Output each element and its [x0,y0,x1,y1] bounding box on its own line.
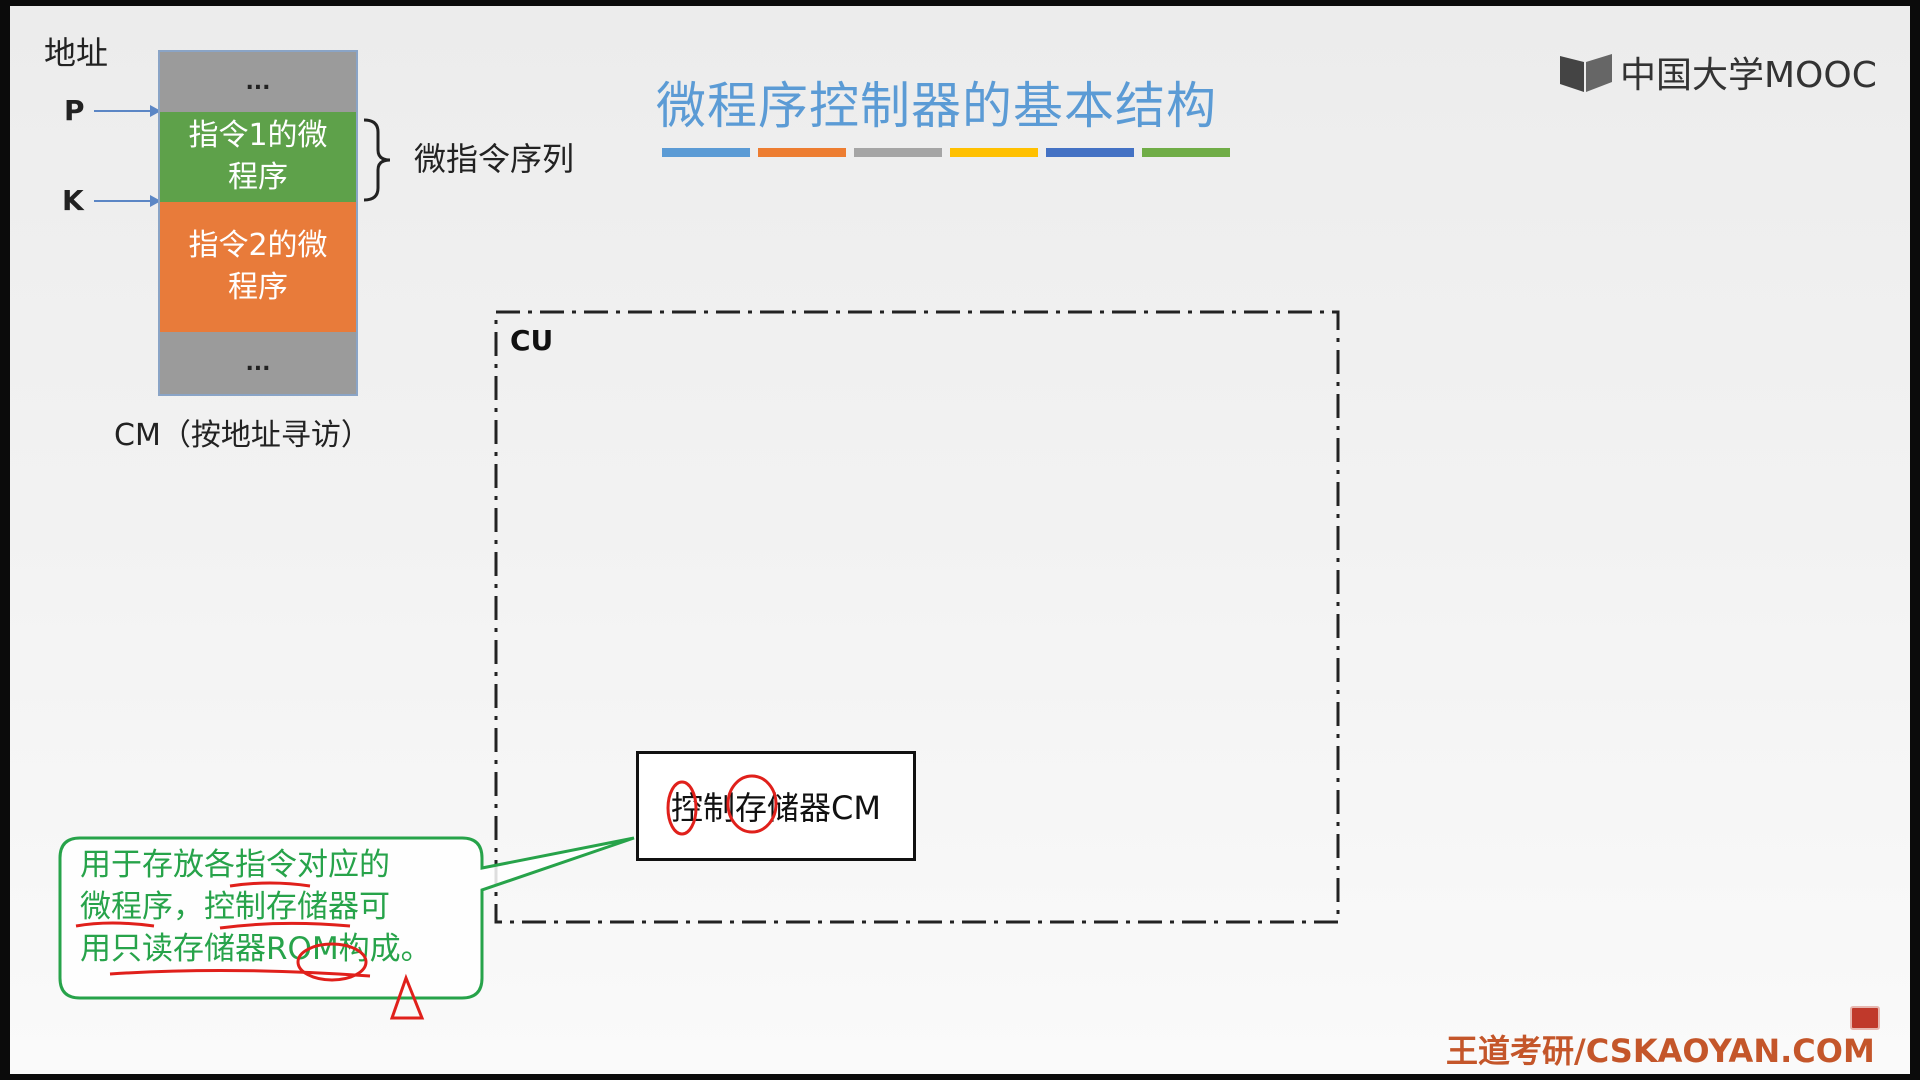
callout-line-2: 微程序，控制存储器可 [80,889,390,925]
pointer-p-arrow [94,110,152,112]
cm-instruction1-line1: 指令1的微 [188,118,328,153]
cm-bottom-ellipsis: ... [160,332,356,394]
right-brace-icon [363,118,391,202]
cm-top-ellipsis: ... [160,52,356,112]
pointer-k-label: K [62,184,84,217]
micro-sequence-label: 微指令序列 [414,140,575,178]
mooc-logo: 中国大学MOOC [1558,46,1877,98]
mooc-logo-text: 中国大学MOOC [1620,55,1877,96]
cm-instruction1-block: 指令1的微 程序 [160,112,356,202]
cm-caption: CM（按地址寻访） [114,418,371,453]
cu-label: CU [510,324,554,357]
callout-line-3: 用只读存储器ROM构成。 [80,931,432,967]
title-bar-5 [1046,148,1134,157]
slide-title: 微程序控制器的基本结构 [656,77,1217,135]
title-bar-6 [1142,148,1230,157]
callout-line-1: 用于存放各指令对应的 [80,847,390,883]
cu-dashdot-box [494,310,1340,924]
title-bar-4 [950,148,1038,157]
title-color-bars [662,148,1230,157]
control-memory-box: 控制存储器CM [636,751,916,861]
red-underline-annotations [75,881,425,1020]
cm-instruction2-block: 指令2的微 程序 [160,202,356,332]
cm-instruction1-line2: 程序 [228,160,288,195]
cm-instruction2-line2: 程序 [228,270,288,305]
slide: 地址 P K ... 指令1的微 程序 指令2的微 程序 ... 微指令序列 C… [10,6,1910,1074]
footer-watermark: 王道考研/CSKAOYAN.COM [1446,1032,1875,1070]
cm-instruction2-line1: 指令2的微 [188,228,328,263]
chip-icon [1850,1006,1880,1030]
mooc-logo-icon [1560,54,1612,92]
pointer-k-arrow [94,200,152,202]
callout-text: 用于存放各指令对应的 微程序，控制存储器可 用只读存储器ROM构成。 [80,844,480,970]
callout-bubble [58,836,635,1000]
pointer-p-label: P [64,94,85,127]
control-memory-stack: ... 指令1的微 程序 指令2的微 程序 ... [158,50,358,396]
red-circle-annotations [666,774,778,836]
pointer-p-arrowhead [150,105,161,117]
title-bar-2 [758,148,846,157]
address-label: 地址 [44,34,109,72]
title-bar-3 [854,148,942,157]
title-bar-1 [662,148,750,157]
pointer-k-arrowhead [150,195,161,207]
